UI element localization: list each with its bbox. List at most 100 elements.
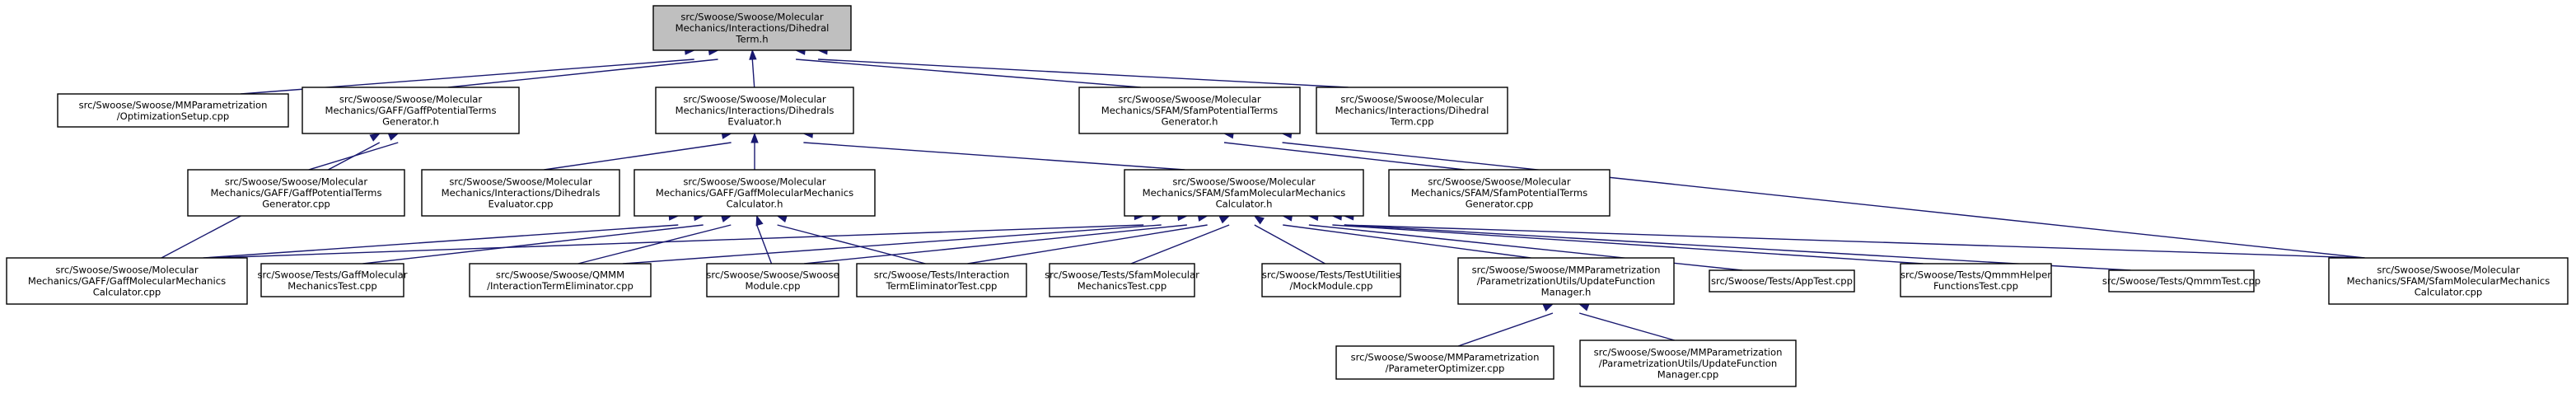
- edge-gaff-calc-h-to-gaff-mm-test: [362, 213, 705, 265]
- node-label-line: /MockModule.cpp: [1289, 280, 1372, 292]
- edge-line: [1254, 224, 1325, 265]
- node-box: [652, 5, 852, 51]
- arrowhead: [1542, 303, 1554, 311]
- edge-line: [623, 224, 1162, 265]
- edge-line: [1130, 224, 1230, 265]
- arrowhead: [749, 49, 757, 60]
- node-sfam-calc-h[interactable]: src/Swoose/Swoose/MolecularMechanics/SFA…: [1124, 169, 1364, 217]
- node-sfam-calc-cpp[interactable]: src/Swoose/Swoose/MolecularMechanics/SFA…: [2328, 257, 2569, 305]
- arrowhead: [776, 215, 788, 223]
- node-box: [1078, 87, 1301, 134]
- node-qmmm-test[interactable]: src/Swoose/Tests/QmmmTest.cpp: [2102, 269, 2260, 293]
- node-label-line: Term.h: [735, 34, 768, 45]
- node-box: [1709, 269, 1855, 293]
- node-label-line: Manager.h: [1541, 287, 1592, 298]
- edge-line: [804, 224, 1187, 265]
- node-mock-module[interactable]: src/Swoose/Tests/TestUtilities/MockModul…: [1261, 263, 1401, 297]
- node-box: [1388, 169, 1611, 217]
- node-label-line: MechanicsTest.cpp: [1078, 280, 1167, 292]
- edge-line: [1282, 142, 2365, 259]
- node-label-line: Term.cpp: [1390, 116, 1434, 128]
- node-gaff-calc-h[interactable]: src/Swoose/Swoose/MolecularMechanics/GAF…: [633, 169, 876, 217]
- node-gaff-mm-test[interactable]: src/Swoose/Tests/GaffMolecularMechanicsT…: [257, 263, 408, 297]
- node-label-line: src/Swoose/Swoose/Molecular: [1118, 94, 1261, 105]
- node-box: [856, 263, 1027, 297]
- node-label-line: Mechanics/Interactions/Dihedrals: [442, 187, 601, 199]
- node-qmmm-helper-test[interactable]: src/Swoose/Tests/QmmmHelperFunctionsTest…: [1900, 263, 2052, 297]
- edge-line: [818, 59, 1349, 88]
- edge-line: [1223, 142, 1466, 171]
- edge-line: [1578, 312, 1676, 341]
- node-mm-opt-setup[interactable]: src/Swoose/Swoose/MMParametrization/Opti…: [57, 93, 289, 128]
- node-label-line: src/Swoose/Swoose/Molecular: [1428, 176, 1571, 188]
- node-box: [1335, 345, 1554, 380]
- node-label-line: Evaluator.h: [727, 116, 781, 128]
- node-label-line: src/Swoose/Tests/SfamMolecular: [1045, 269, 1199, 280]
- edge-line: [777, 224, 926, 265]
- node-label-line: Mechanics/Interactions/Dihedral: [1335, 105, 1489, 116]
- node-label-line: src/Swoose/Swoose/Molecular: [339, 94, 483, 105]
- node-box: [302, 87, 520, 134]
- edge-sfam-calc-h-to-swoose-module: [804, 213, 1189, 265]
- edge-sfam-pot-gen-h-to-sfam-pot-gen-cpp: [1223, 131, 1466, 171]
- node-app-test[interactable]: src/Swoose/Tests/AppTest.cpp: [1709, 269, 1855, 293]
- node-label-line: src/Swoose/Tests/TestUtilities: [1262, 269, 1400, 280]
- edge-line: [967, 224, 1208, 265]
- node-label-line: src/Swoose/Swoose/MMParametrization: [1472, 265, 1661, 276]
- node-label-line: Calculator.cpp: [2415, 287, 2483, 298]
- arrowhead: [1253, 215, 1265, 225]
- node-box: [260, 263, 404, 297]
- node-gaff-pot-gen-h[interactable]: src/Swoose/Swoose/MolecularMechanics/GAF…: [302, 87, 520, 134]
- node-sfam-mm-test[interactable]: src/Swoose/Tests/SfamMolecularMechanicsT…: [1045, 263, 1199, 297]
- node-box: [1049, 263, 1195, 297]
- node-dihedrals-eval-cpp[interactable]: src/Swoose/Swoose/MolecularMechanics/Int…: [421, 169, 620, 217]
- edge-sfam-calc-h-to-gaff-calc-cpp: [211, 212, 1145, 259]
- node-label-line: src/Swoose/Swoose/QMMM: [496, 269, 624, 280]
- node-box: [1457, 257, 1675, 305]
- node-label-line: src/Swoose/Swoose/Molecular: [2377, 265, 2520, 276]
- edge-update-fn-mgr-h-to-param-optimizer: [1457, 303, 1554, 347]
- node-sfam-pot-gen-h[interactable]: src/Swoose/Swoose/MolecularMechanics/SFA…: [1078, 87, 1301, 134]
- node-int-term-elim-test[interactable]: src/Swoose/Tests/InteractionTermEliminat…: [856, 263, 1027, 297]
- node-label-line: Generator.h: [1162, 116, 1218, 128]
- arrowhead: [755, 214, 764, 227]
- arrowhead: [750, 132, 759, 143]
- node-label-line: Evaluator.cpp: [488, 199, 553, 210]
- edge-line: [211, 224, 1144, 259]
- node-dihedrals-eval-h[interactable]: src/Swoose/Swoose/MolecularMechanics/Int…: [655, 87, 854, 134]
- node-box: [706, 263, 839, 297]
- edge-line: [203, 224, 679, 259]
- edge-sfam-calc-h-to-qmmm-int-term-elim: [623, 213, 1163, 265]
- node-param-optimizer[interactable]: src/Swoose/Swoose/MMParametrization/Para…: [1335, 345, 1554, 380]
- node-gaff-calc-cpp[interactable]: src/Swoose/Swoose/MolecularMechanics/GAF…: [6, 257, 248, 305]
- edge-sfam-calc-h-to-mock-module: [1253, 215, 1325, 265]
- edge-line: [577, 224, 732, 265]
- node-box: [1316, 87, 1508, 134]
- edge-gaff-pot-gen-h-to-gaff-pot-gen-cpp: [308, 133, 400, 171]
- node-box: [633, 169, 876, 217]
- node-box: [1900, 263, 2052, 297]
- arrowhead: [369, 133, 381, 142]
- edge-line: [756, 224, 773, 265]
- node-box: [1579, 339, 1797, 387]
- node-update-fn-mgr-cpp[interactable]: src/Swoose/Swoose/MMParametrization/Para…: [1579, 339, 1797, 387]
- edge-line: [362, 224, 704, 265]
- node-label-line: src/Swoose/Tests/QmmmHelper: [1900, 269, 2051, 280]
- node-qmmm-int-term-elim[interactable]: src/Swoose/Swoose/QMMM/InteractionTermEl…: [469, 263, 652, 297]
- node-label-line: src/Swoose/Tests/AppTest.cpp: [1711, 275, 1853, 287]
- node-gaff-pot-gen-cpp[interactable]: src/Swoose/Swoose/MolecularMechanics/GAF…: [187, 169, 405, 217]
- edge-line: [1457, 312, 1554, 347]
- node-label-line: src/Swoose/Swoose/Molecular: [1172, 176, 1316, 188]
- node-label-line: /InteractionTermEliminator.cpp: [487, 280, 633, 292]
- node-label-line: TermEliminatorTest.cpp: [886, 280, 998, 292]
- node-update-fn-mgr-h[interactable]: src/Swoose/Swoose/MMParametrization/Para…: [1457, 257, 1675, 305]
- node-label-line: src/Swoose/Swoose/Molecular: [683, 176, 826, 188]
- node-label-line: Mechanics/GAFF/GaffPotentialTerms: [325, 105, 496, 116]
- node-box: [6, 257, 248, 305]
- node-dihedral-term-cpp[interactable]: src/Swoose/Swoose/MolecularMechanics/Int…: [1316, 87, 1508, 134]
- edges-layer: [161, 47, 2365, 347]
- node-box: [2328, 257, 2569, 305]
- node-sfam-pot-gen-cpp[interactable]: src/Swoose/Swoose/MolecularMechanics/SFA…: [1388, 169, 1611, 217]
- node-label-line: Manager.cpp: [1657, 369, 1719, 381]
